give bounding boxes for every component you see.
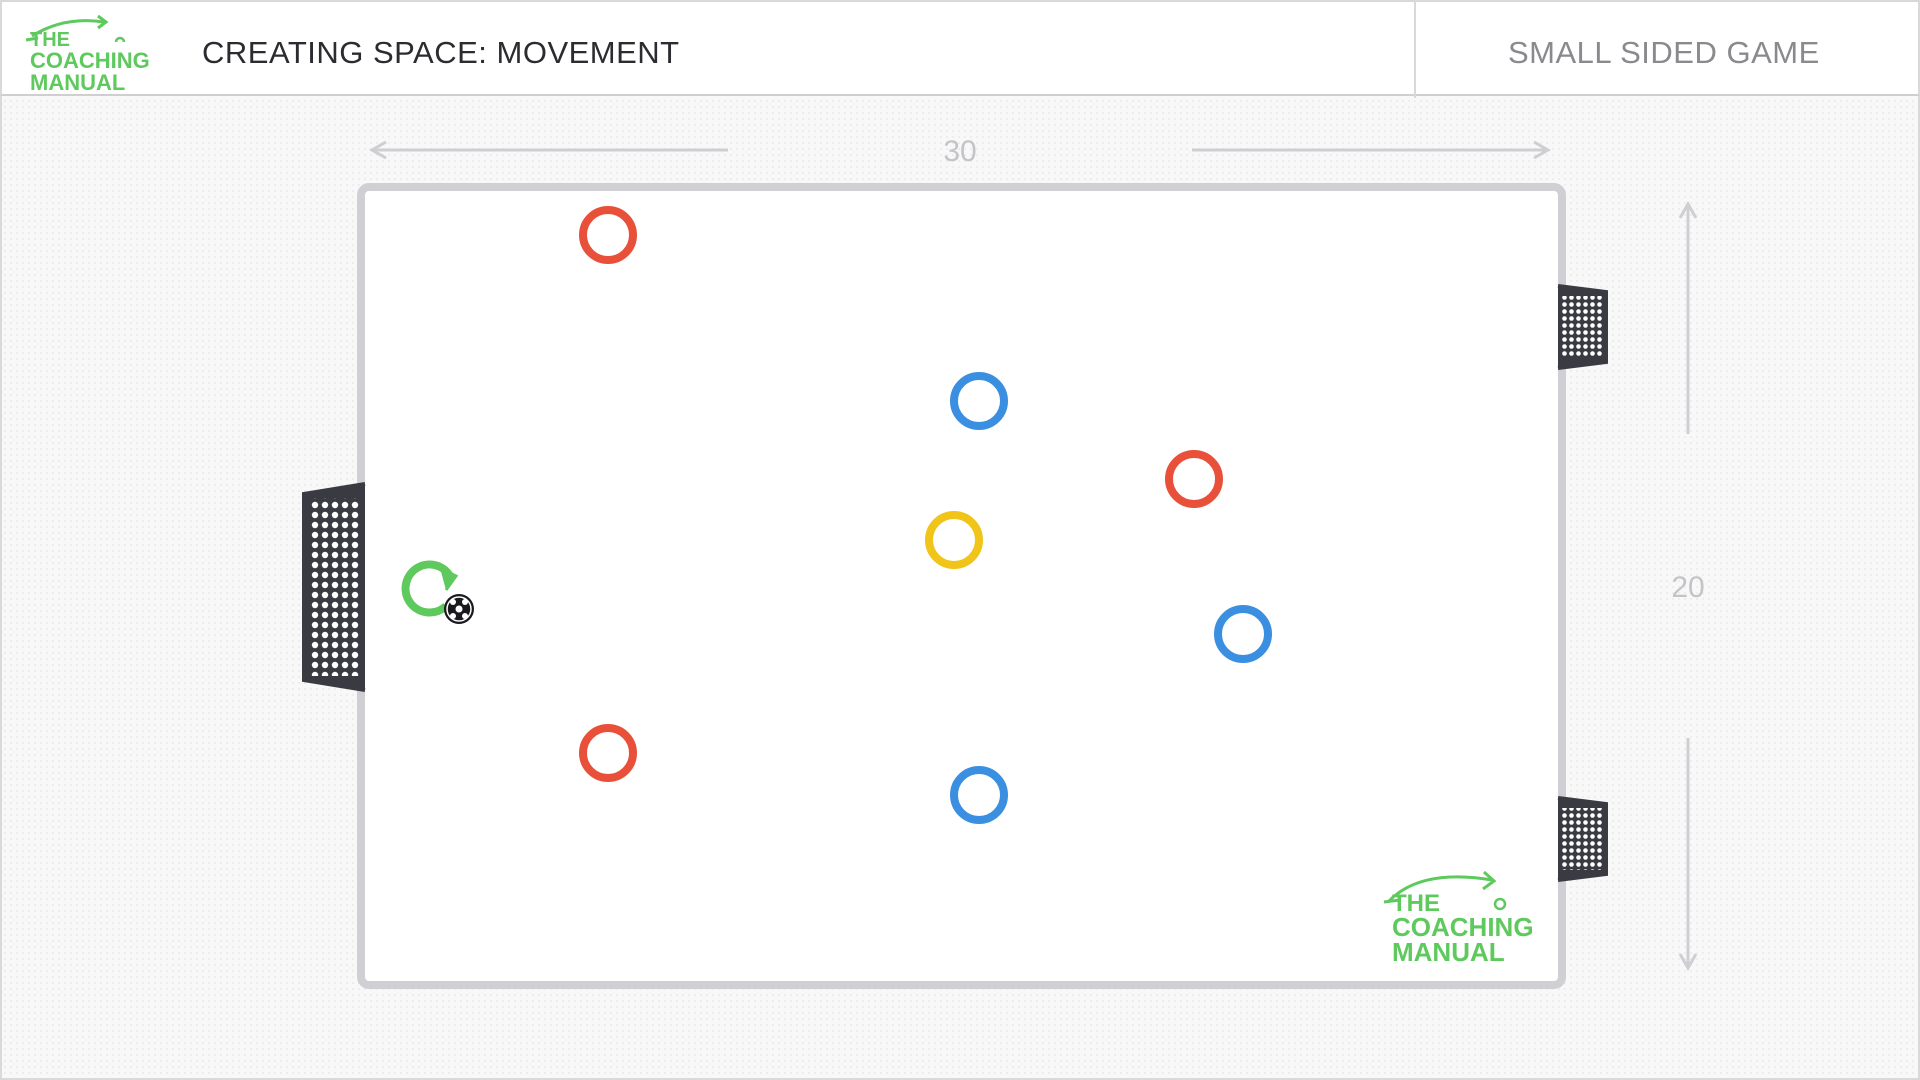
watermark-arrow-icon (1386, 875, 1493, 904)
logo-line-2: COACHING (30, 48, 150, 73)
pitch-area (357, 183, 1566, 989)
arrow-left-icon (368, 140, 387, 160)
header-divider (1414, 2, 1416, 98)
height-label: 20 (1671, 571, 1704, 604)
logo-line-1: THE (30, 29, 70, 51)
watermark-line-1: THE (1392, 890, 1440, 917)
header-bar: THE COACHING MANUAL CREATING SPACE: MOVE… (0, 0, 1920, 98)
red-player-marker-icon (579, 724, 637, 782)
coaching-manual-logo: THE COACHING MANUAL (24, 12, 164, 95)
watermark-line-3: MANUAL (1392, 937, 1505, 967)
blue-player-marker-icon (1214, 605, 1272, 663)
ball-icon (444, 594, 474, 624)
arrow-down-icon (1678, 953, 1698, 972)
arrow-right-icon (1533, 140, 1552, 160)
red-player-marker-icon (1165, 450, 1223, 508)
coaching-manual-watermark: THE COACHING MANUAL (1383, 870, 1534, 967)
red-player-marker-icon (579, 206, 637, 264)
width-label: 30 (943, 135, 976, 168)
left-goal-icon (302, 482, 366, 692)
right-top-goal-icon (1557, 284, 1608, 370)
width-dimension: 30 (368, 135, 1552, 168)
blue-player-marker-icon (950, 372, 1008, 430)
logo-line-3: MANUAL (30, 70, 126, 95)
logo-arrow-icon (25, 14, 126, 42)
active-player-marker-icon (401, 560, 459, 617)
neutral-player-marker-icon (925, 511, 983, 569)
watermark-line-2: COACHING (1392, 912, 1534, 942)
blue-player-marker-icon (950, 766, 1008, 824)
session-type-label: SMALL SIDED GAME (1508, 35, 1820, 70)
height-dimension: 20 (1671, 200, 1705, 972)
page-title: CREATING SPACE: MOVEMENT (202, 35, 680, 70)
arrow-up-icon (1678, 200, 1698, 219)
right-bottom-goal-icon (1557, 796, 1608, 882)
